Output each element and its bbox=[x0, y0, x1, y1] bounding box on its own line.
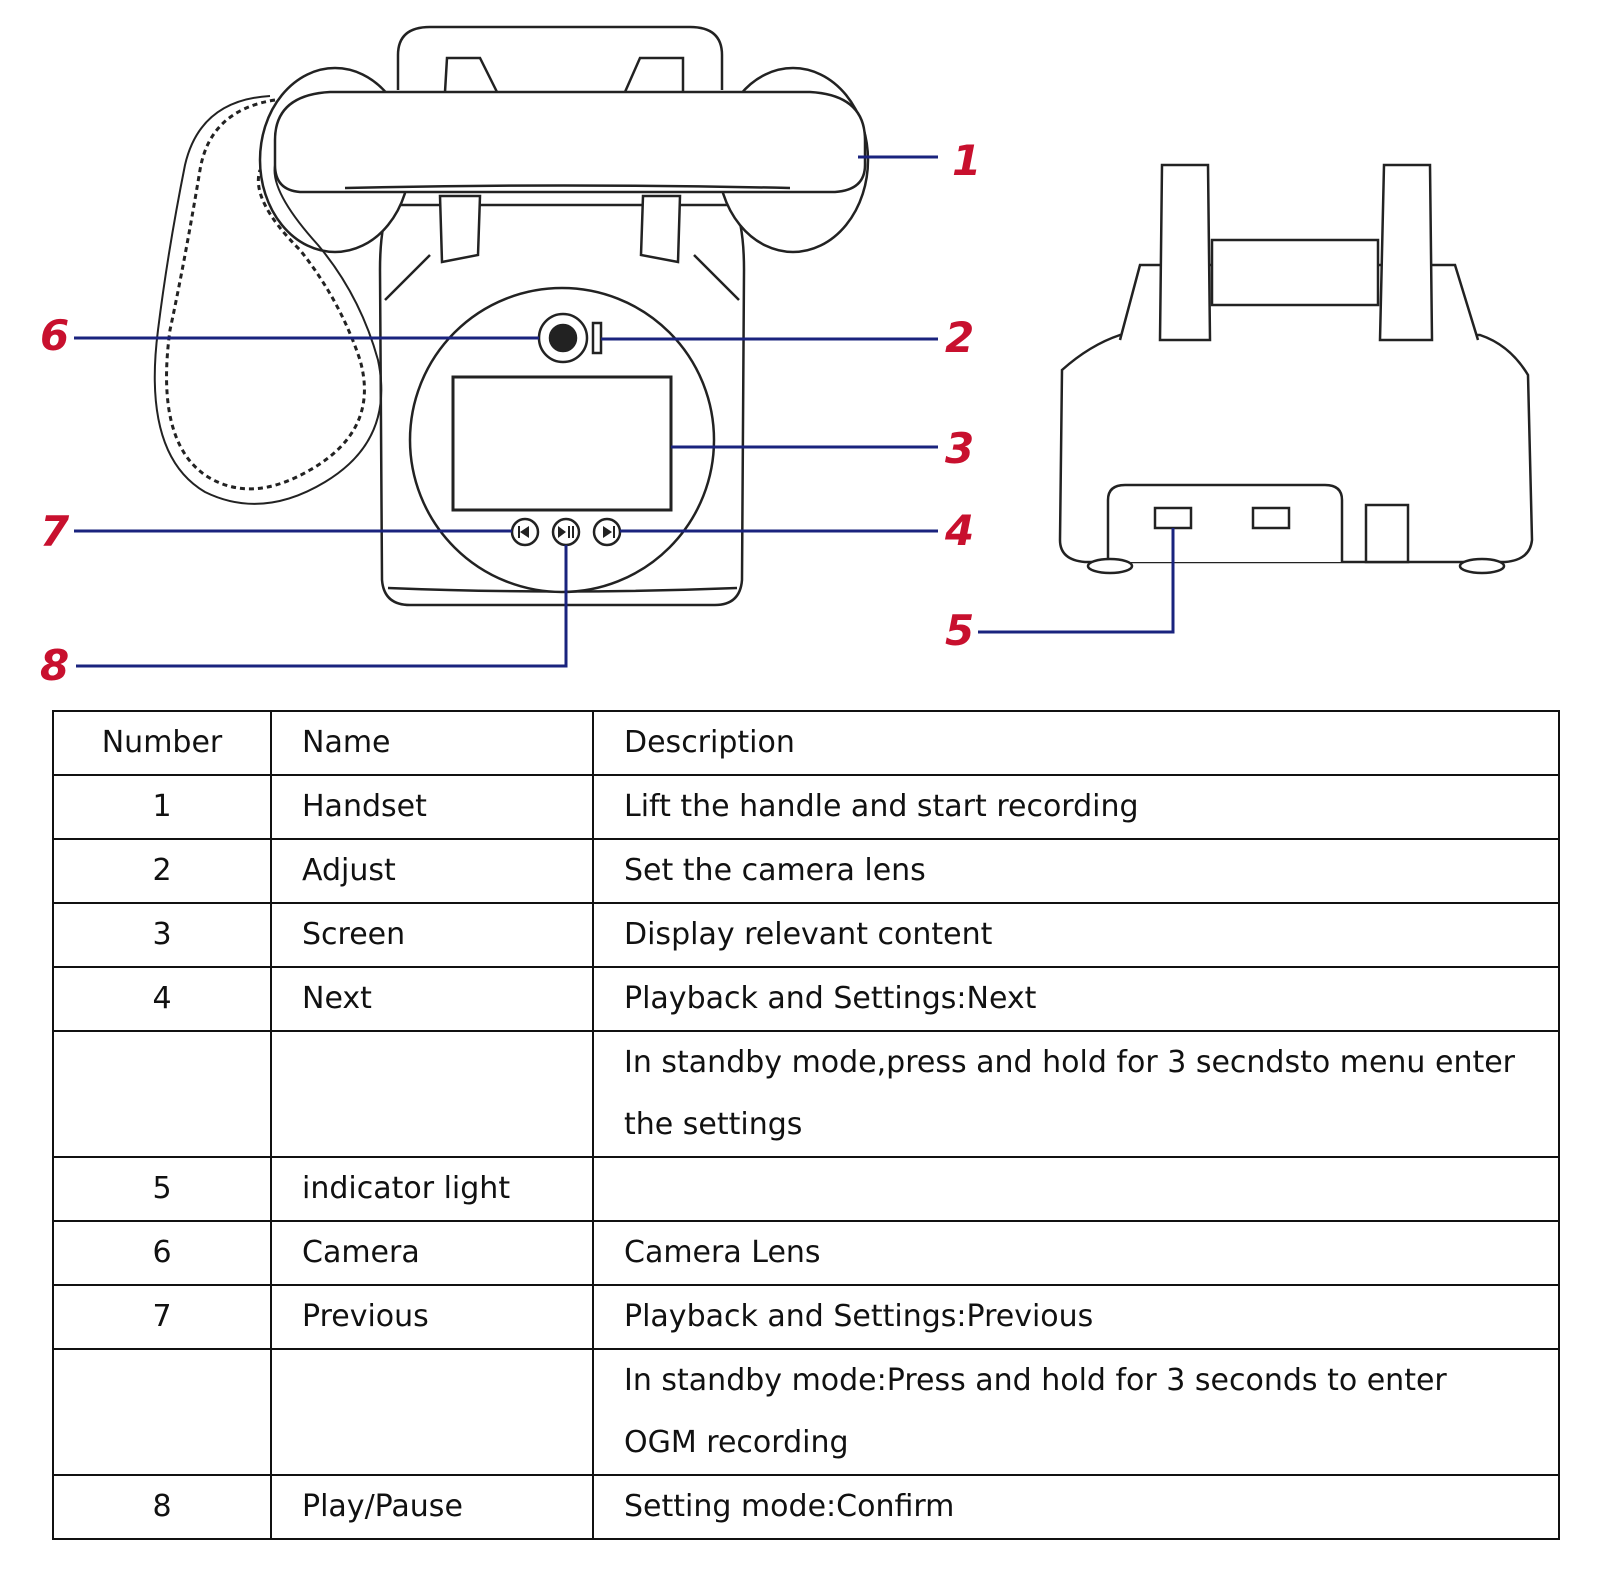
previous-icon bbox=[518, 526, 529, 538]
coiled-cord-outer bbox=[153, 95, 383, 505]
parts-table: Number Name Description 1 Handset Lift t… bbox=[52, 710, 1560, 1540]
callout-5: 5 bbox=[945, 606, 974, 655]
callout-6: 6 bbox=[40, 311, 69, 360]
cell-name: Screen bbox=[270, 902, 594, 968]
table-row: 2 Adjust Set the camera lens bbox=[52, 838, 1560, 904]
cell-name: Handset bbox=[270, 774, 594, 840]
coiled-cord bbox=[165, 98, 366, 491]
cell-description: Setting mode:Confirm bbox=[592, 1474, 1560, 1540]
rear-port-panel bbox=[1106, 483, 1344, 562]
header-name: Name bbox=[270, 710, 594, 776]
table-row: In standby mode:Press and hold for 3 sec… bbox=[52, 1348, 1560, 1476]
screen bbox=[451, 375, 673, 512]
leader-8 bbox=[76, 545, 568, 668]
cell-number: 3 bbox=[52, 902, 272, 968]
next-icon bbox=[603, 526, 615, 538]
camera-adjust-switch bbox=[591, 321, 603, 355]
cell-description: Lift the handle and start recording bbox=[592, 774, 1560, 840]
cell-name: Previous bbox=[270, 1284, 594, 1350]
cell-name: indicator light bbox=[270, 1156, 594, 1222]
cradle-prong-left bbox=[443, 56, 499, 93]
handset-handle bbox=[273, 90, 867, 194]
rear-prong-left bbox=[1158, 163, 1212, 342]
cell-number bbox=[52, 1030, 272, 1158]
callout-4: 4 bbox=[944, 506, 974, 555]
rear-prong-right bbox=[1378, 163, 1434, 342]
cell-number: 8 bbox=[52, 1474, 272, 1540]
cell-name: Adjust bbox=[270, 838, 594, 904]
rear-switch bbox=[1364, 503, 1410, 564]
table-row: 6 Camera Camera Lens bbox=[52, 1220, 1560, 1286]
cell-number: 5 bbox=[52, 1156, 272, 1222]
cell-description: In standby mode:Press and hold for 3 sec… bbox=[592, 1348, 1560, 1476]
lower-prong-left bbox=[438, 194, 482, 264]
cell-description: Set the camera lens bbox=[592, 838, 1560, 904]
phone-rear-view bbox=[1058, 163, 1534, 575]
table-row: 8 Play/Pause Setting mode:Confirm bbox=[52, 1474, 1560, 1540]
cell-number: 6 bbox=[52, 1220, 272, 1286]
rear-crossbar bbox=[1210, 238, 1380, 307]
cell-description: Camera Lens bbox=[592, 1220, 1560, 1286]
button-glyphs bbox=[518, 526, 615, 538]
cell-name bbox=[270, 1030, 594, 1158]
cell-name: Play/Pause bbox=[270, 1474, 594, 1540]
table-row: In standby mode,press and hold for 3 sec… bbox=[52, 1030, 1560, 1158]
leader-lines bbox=[74, 155, 1175, 668]
phone-diagram: 1 2 3 4 5 6 7 8 bbox=[40, 25, 1534, 690]
table-row: 1 Handset Lift the handle and start reco… bbox=[52, 774, 1560, 840]
callout-7: 7 bbox=[40, 507, 70, 556]
cell-number: 4 bbox=[52, 966, 272, 1032]
cell-number: 1 bbox=[52, 774, 272, 840]
rear-foot-right bbox=[1458, 557, 1506, 575]
table-row: 7 Previous Playback and Settings:Previou… bbox=[52, 1284, 1560, 1350]
table-row: 4 Next Playback and Settings:Next bbox=[52, 966, 1560, 1032]
cell-name bbox=[270, 1348, 594, 1476]
cell-number: 7 bbox=[52, 1284, 272, 1350]
play-pause-icon bbox=[558, 526, 574, 538]
callout-3: 3 bbox=[945, 424, 974, 473]
cell-name: Camera bbox=[270, 1220, 594, 1286]
header-description: Description bbox=[592, 710, 1560, 776]
camera-lens-inner bbox=[548, 323, 578, 353]
callout-8: 8 bbox=[40, 641, 69, 690]
cell-number: 2 bbox=[52, 838, 272, 904]
callout-1: 1 bbox=[952, 136, 981, 185]
cradle-prong-right bbox=[623, 56, 685, 93]
cell-description bbox=[592, 1156, 1560, 1222]
table-row: 3 Screen Display relevant content bbox=[52, 902, 1560, 968]
cell-description: In standby mode,press and hold for 3 sec… bbox=[592, 1030, 1560, 1158]
header-number: Number bbox=[52, 710, 272, 776]
callout-2: 2 bbox=[945, 313, 974, 362]
table-header-row: Number Name Description bbox=[52, 710, 1560, 776]
cell-description: Playback and Settings:Next bbox=[592, 966, 1560, 1032]
cell-description: Display relevant content bbox=[592, 902, 1560, 968]
cell-number bbox=[52, 1348, 272, 1476]
handset-under-line bbox=[344, 184, 791, 190]
phone-front-view bbox=[153, 25, 870, 607]
table-row: 5 indicator light bbox=[52, 1156, 1560, 1222]
rear-port bbox=[1251, 506, 1291, 530]
leader-5 bbox=[978, 528, 1175, 634]
indicator-light bbox=[1153, 506, 1193, 530]
lower-prong-right bbox=[639, 194, 682, 264]
cell-description: Playback and Settings:Previous bbox=[592, 1284, 1560, 1350]
rear-foot-left bbox=[1086, 557, 1134, 575]
cell-name: Next bbox=[270, 966, 594, 1032]
